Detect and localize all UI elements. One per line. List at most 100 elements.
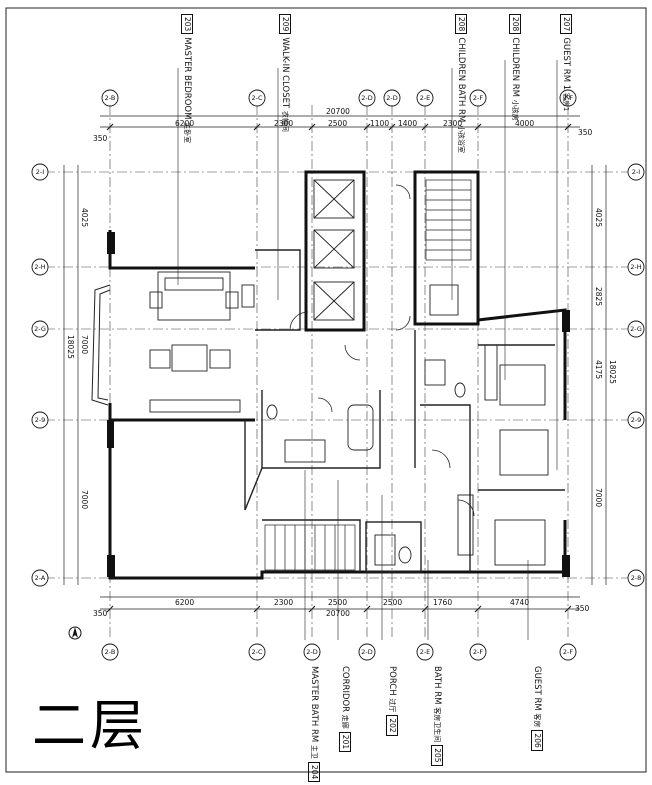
room-name-zh: 小孩浴室 (457, 125, 465, 153)
room-label-children-rm: 208CHILDREN RM 小孩房 (509, 14, 521, 124)
interior-walls (244, 249, 565, 573)
axis-label-bottom: 2-F (562, 648, 574, 656)
room-name-zh: 过厅 (388, 698, 396, 713)
axis-label-top: 2-F (472, 94, 484, 102)
axis-label-top: 2-B (104, 94, 116, 102)
master-bed (149, 271, 255, 413)
bottom-dim-segment: 6200 (175, 598, 195, 607)
top-dim-segment: 2300 (274, 119, 294, 128)
room-name: PORCH (387, 666, 397, 696)
axis-label-top: 2-D (361, 94, 373, 102)
top-dim-segment: 6200 (175, 119, 195, 128)
room-name: WALK-IN CLOSET (280, 37, 290, 109)
bath-fixtures (266, 284, 466, 566)
columns (107, 232, 570, 577)
doors (289, 184, 475, 517)
axis-label-right: 2-I (631, 168, 641, 176)
top-end-dimension-right: 350 (578, 128, 593, 137)
room-name: CORRIDOR (340, 666, 350, 713)
room-label-guest-rm-1: 207GUEST RM 1 客房1 (560, 14, 572, 114)
guest-beds (457, 344, 549, 566)
axis-label-top: 2-F (562, 94, 574, 102)
room-name: MASTER BATH RM (309, 666, 319, 743)
top-dim-segment: 1400 (398, 119, 418, 128)
axis-label-bottom: 2-B (104, 648, 116, 656)
room-name: BATH RM (432, 666, 442, 705)
top-end-dimension-left: 350 (93, 134, 108, 143)
room-label-porch: PORCH 过厅 202 (386, 666, 398, 739)
room-name: GUEST RM (532, 666, 542, 711)
axis-label-right: 2-G (630, 325, 642, 333)
axis-label-bottom: 2-D (306, 648, 318, 656)
bottom-dim-segment: 2300 (274, 598, 294, 607)
left-total-dimension: 18025 (66, 335, 75, 359)
room-code: 201 (339, 731, 351, 753)
right-total-dimension: 18025 (608, 360, 617, 384)
bottom-dim-segment: 2500 (383, 598, 403, 607)
axis-grid (45, 105, 630, 640)
axis-label-top: 2-E (419, 94, 431, 102)
room-code: 209 (279, 14, 291, 35)
stair-bottom (264, 524, 356, 571)
bottom-dim-segment: 1760 (433, 598, 453, 607)
axis-label-bottom: 2-E (419, 648, 431, 656)
dimension-lines (63, 115, 607, 613)
north-arrow-icon (68, 626, 82, 640)
bottom-end-dimension-right: 350 (575, 604, 590, 613)
axis-label-bottom: 2-D (361, 648, 373, 656)
right-dim-segment: 7000 (594, 488, 603, 508)
right-dim-segment: 2825 (594, 287, 603, 307)
right-dim-segment: 4025 (594, 208, 603, 228)
axis-label-left: 2-G (34, 325, 46, 333)
axis-label-left: 2-H (34, 263, 46, 271)
axis-label-top: 2-D (386, 94, 398, 102)
top-dim-segment: 2500 (328, 119, 348, 128)
axis-label-left: 2-I (35, 168, 45, 176)
floor-title: 二层 (32, 694, 148, 757)
axis-label-bottom: 2-C (251, 648, 263, 656)
left-dim-segment: 4025 (80, 208, 89, 228)
label-leaders (177, 60, 558, 640)
elevator-shafts (313, 179, 355, 321)
room-name-zh: 客房 (533, 713, 541, 728)
room-label-walk-in-closet: 209WALK-IN CLOSET 衣帽间 (279, 14, 291, 135)
axis-label-left: 2-A (34, 574, 46, 582)
room-label-bath-rm: BATH RM 客房卫生间 205 (431, 666, 443, 769)
bay-window (91, 284, 111, 406)
room-name-zh: 客房卫生间 (433, 707, 441, 743)
room-name: CHILDREN RM (510, 37, 520, 98)
top-dim-segment: 1100 (370, 119, 390, 128)
room-name-zh: 走廊 (341, 714, 349, 729)
room-name: GUEST RM 1 (561, 37, 571, 91)
axis-label-right: 2-9 (630, 416, 642, 424)
axis-label-left: 2-9 (34, 416, 46, 424)
room-code: 206 (531, 730, 543, 751)
axis-label-right: 2-8 (630, 574, 642, 582)
room-code: 204 (308, 761, 320, 783)
room-label-corridor: CORRIDOR 走廊 201 (339, 666, 351, 755)
top-dim-segment: 2300 (443, 119, 463, 128)
room-code: 205 (431, 745, 443, 766)
bottom-dim-segment: 4740 (510, 598, 530, 607)
stair-right (425, 179, 472, 261)
axis-label-top: 2-C (251, 94, 263, 102)
left-dim-segment: 7000 (80, 490, 89, 510)
bottom-end-dimension-left: 350 (93, 609, 108, 618)
room-name: CHILDREN BATH RM (456, 37, 466, 123)
room-code: 202 (386, 715, 398, 736)
bottom-dim-segment: 2500 (328, 598, 348, 607)
room-code: 208 (455, 14, 467, 35)
bottom-total-dimension: 20700 (326, 609, 350, 618)
room-label-master-bath: MASTER BATH RM 主卫 204 (308, 666, 320, 785)
left-dim-segment: 7000 (80, 335, 89, 355)
top-total-dimension: 20700 (326, 107, 350, 116)
room-code: 208 (509, 14, 521, 35)
room-name-zh: 主卫 (310, 744, 318, 759)
drawing-frame (5, 7, 647, 773)
axis-label-right: 2-H (630, 263, 642, 271)
room-name-zh: 客房1 (562, 92, 570, 112)
room-label-children-bath: 208CHILDREN BATH RM 小孩浴室 (455, 14, 467, 156)
room-label-guest-rm: GUEST RM 客房 206 (531, 666, 543, 754)
right-dim-segment: 4175 (594, 360, 603, 380)
